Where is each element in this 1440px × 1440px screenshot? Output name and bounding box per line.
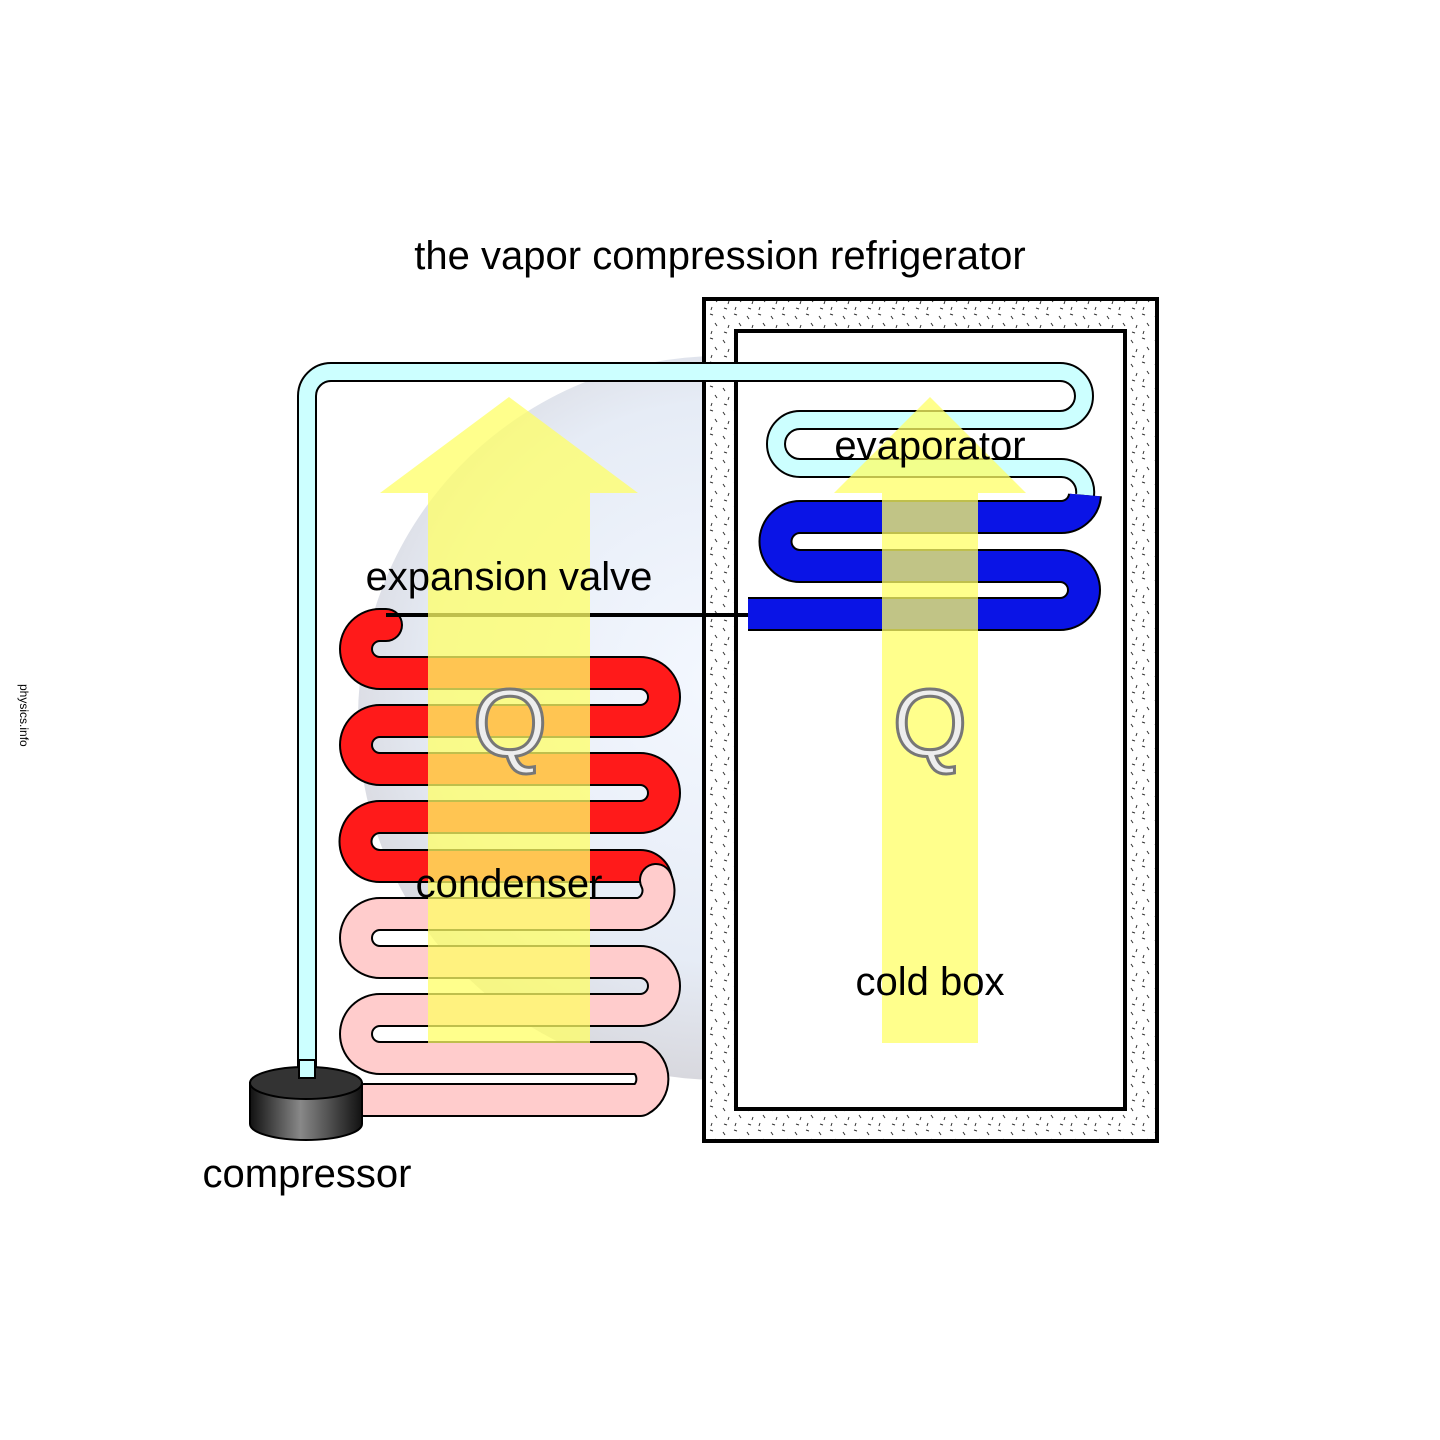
condenser-heat-arrow	[380, 397, 638, 1043]
compressor	[249, 1059, 363, 1141]
condenser-warm-section	[341, 865, 679, 1115]
evaporator-coil	[748, 492, 1102, 631]
expansion-valve-label: expansion valve	[366, 555, 653, 599]
condenser-hot-section	[340, 610, 679, 895]
compressor-label: compressor	[203, 1152, 412, 1196]
cold-box-heat-arrow	[834, 397, 1026, 1043]
condenser-coil	[338, 608, 681, 1117]
evaporator-label: evaporator	[834, 424, 1025, 468]
watermark-text: physics.info	[17, 684, 31, 747]
condenser-label: condenser	[416, 862, 603, 906]
condenser-heat-symbol: Q	[473, 670, 548, 777]
cold-box-heat-symbol: Q	[893, 670, 968, 777]
diagram-title: the vapor compression refrigerator	[414, 234, 1025, 278]
cold-box-label: cold box	[856, 960, 1005, 1004]
heat-arrows	[380, 397, 1026, 1043]
